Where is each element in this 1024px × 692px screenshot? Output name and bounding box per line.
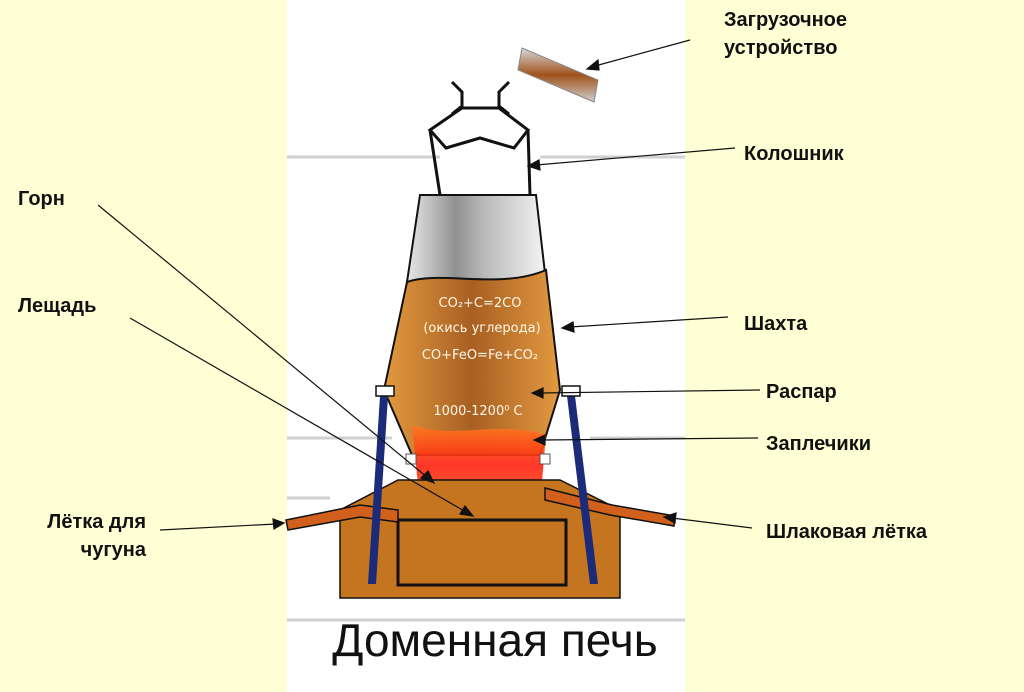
shaft-charge <box>382 268 562 456</box>
slag-notch-pipe <box>544 487 676 527</box>
label-loading-device-line2: устройство <box>724 37 838 59</box>
label-pointers <box>97 39 761 531</box>
hearth-bottom-block <box>396 518 568 587</box>
temperature-label: 1000-1200⁰ C <box>433 404 523 419</box>
reaction-co-feo: CO+FeO=Fe+CO₂ <box>421 348 539 363</box>
support-columns <box>368 385 598 584</box>
label-loading-device: Загрузочное устройство <box>724 6 847 62</box>
loading-device-chute <box>517 47 599 103</box>
throat-top <box>427 80 532 196</box>
label-bosh: Заплечики <box>766 433 872 455</box>
label-iron-notch-line2: чугуна <box>80 539 146 561</box>
label-shaft: Шахта <box>744 313 808 335</box>
label-slag-notch: Шлаковая лётка <box>766 521 928 543</box>
label-throat: Колошник <box>744 143 844 165</box>
label-iron-notch: Лётка для чугуна <box>18 508 146 564</box>
label-belly: Распар <box>766 381 837 403</box>
label-bottom: Лещадь <box>18 295 97 317</box>
background-guides <box>287 155 685 622</box>
label-iron-notch-line1: Лётка для <box>47 511 146 533</box>
diagram-title: Доменная печь <box>332 614 658 666</box>
throat-steel <box>405 194 548 283</box>
reaction-note: (окись углерода) <box>423 321 541 336</box>
reaction-co2-c: CO₂+C=2CO <box>438 296 522 311</box>
label-loading-device-line1: Загрузочное <box>724 9 847 31</box>
label-hearth: Горн <box>18 188 65 210</box>
iron-notch-pipe <box>285 504 399 531</box>
